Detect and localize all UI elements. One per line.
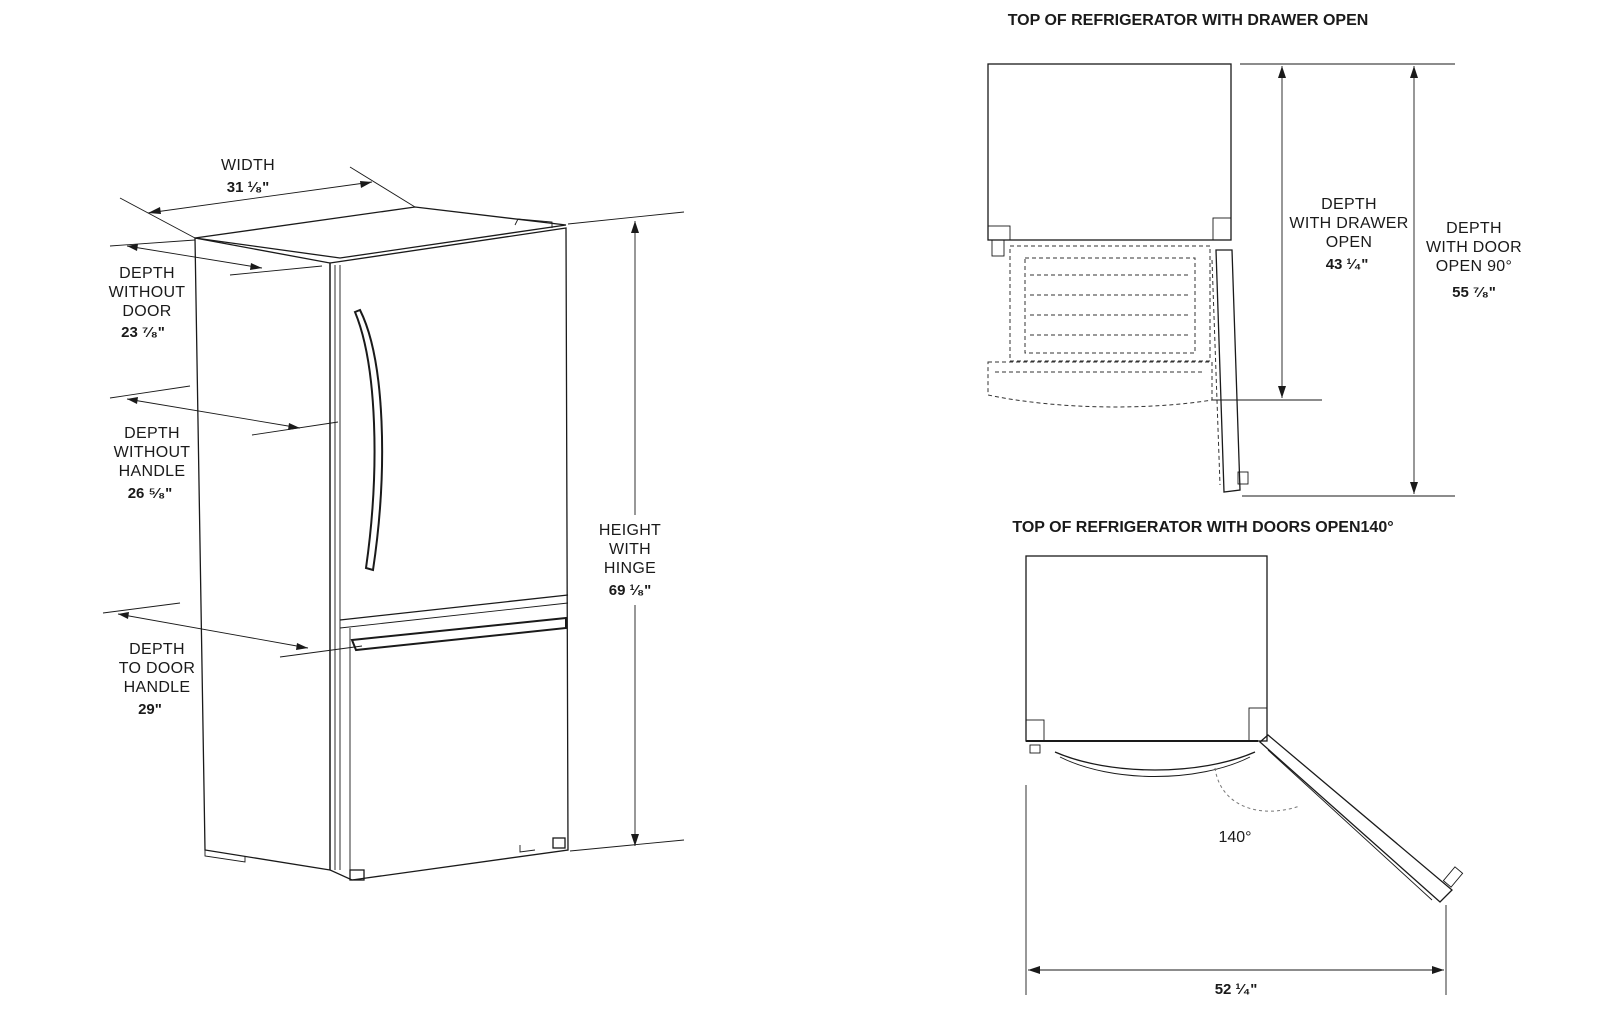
depth-with-door-90-label-2: WITH DOOR (1426, 239, 1522, 256)
angle-arc (1214, 767, 1301, 812)
width-value: 31 ¹⁄₈" (227, 179, 270, 196)
depth-without-handle-label-2: WITHOUT (114, 444, 191, 461)
cabinet-top-outline (1025, 555, 1268, 742)
depth-without-door-label-3: DOOR (122, 303, 171, 320)
drawer-front (987, 361, 1213, 408)
depth-with-drawer-dimension (1212, 63, 1322, 401)
front-foot-left (349, 869, 365, 881)
door-handle (353, 308, 384, 572)
depth-with-door-90-value: 55 ⁷⁄₈" (1452, 284, 1496, 301)
height-label-2: WITH (609, 541, 651, 558)
drawer-open-view-title: TOP OF REFRIGERATOR WITH DRAWER OPEN (1008, 12, 1369, 29)
front-foot-right (552, 837, 566, 849)
fridge-front-face (329, 227, 569, 881)
depth-without-door-dimension (109, 239, 323, 276)
height-value: 69 ¹⁄₈" (609, 582, 652, 599)
top-hinge (514, 218, 553, 228)
depth-to-door-handle-label-1: DEPTH (129, 641, 185, 658)
depth-without-handle-dimension (109, 385, 339, 436)
depth-without-door-value: 23 ⁷⁄₈" (121, 324, 165, 341)
width-dimension (119, 166, 416, 239)
drawer-open-top-view-drawing (987, 63, 1249, 493)
depth-to-door-handle-label-3: HANDLE (124, 679, 191, 696)
overall-width-dimension (1025, 785, 1447, 995)
overall-width-value: 52 ¹⁄₄" (1215, 981, 1258, 998)
height-dimension (567, 211, 685, 852)
depth-with-door-90-label-1: DEPTH (1446, 220, 1502, 237)
depth-without-handle-label-3: HANDLE (119, 463, 186, 480)
depth-to-door-handle-label-2: TO DOOR (119, 660, 195, 677)
depth-with-door-90-label-3: OPEN 90° (1436, 258, 1512, 275)
depth-with-drawer-value: 43 ¹⁄₄" (1326, 256, 1369, 273)
depth-to-door-handle-dimension (102, 602, 363, 658)
fridge-side-face (194, 237, 331, 871)
angle-label: 140° (1218, 829, 1251, 846)
door-open-140 (1259, 734, 1453, 903)
doors-open-view-title: TOP OF REFRIGERATOR WITH DOORS OPEN140° (1012, 519, 1393, 536)
height-label-1: HEIGHT (599, 522, 661, 539)
depth-without-handle-value: 26 ⁵⁄₈" (128, 485, 173, 502)
height-label-3: HINGE (604, 560, 656, 577)
depth-without-door-label-2: WITHOUT (109, 284, 186, 301)
cabinet-outline (987, 63, 1232, 241)
width-label: WIDTH (221, 157, 275, 174)
fridge-top-face (194, 206, 567, 259)
doors-open-top-view-drawing (1025, 555, 1464, 903)
depth-to-door-handle-value: 29" (138, 701, 162, 718)
drawer-bin (1009, 245, 1211, 362)
fridge-perspective-drawing (194, 206, 569, 881)
depth-with-door-90-dimension (1242, 63, 1455, 497)
depth-with-drawer-label-2: WITH DRAWER (1289, 215, 1408, 232)
depth-with-drawer-label-1: DEPTH (1321, 196, 1377, 213)
depth-with-drawer-label-3: OPEN (1326, 234, 1373, 251)
depth-without-door-label-1: DEPTH (119, 265, 175, 282)
depth-without-handle-label-1: DEPTH (124, 425, 180, 442)
drawer-handle-top (1054, 751, 1256, 771)
door-open-90 (1215, 249, 1241, 493)
